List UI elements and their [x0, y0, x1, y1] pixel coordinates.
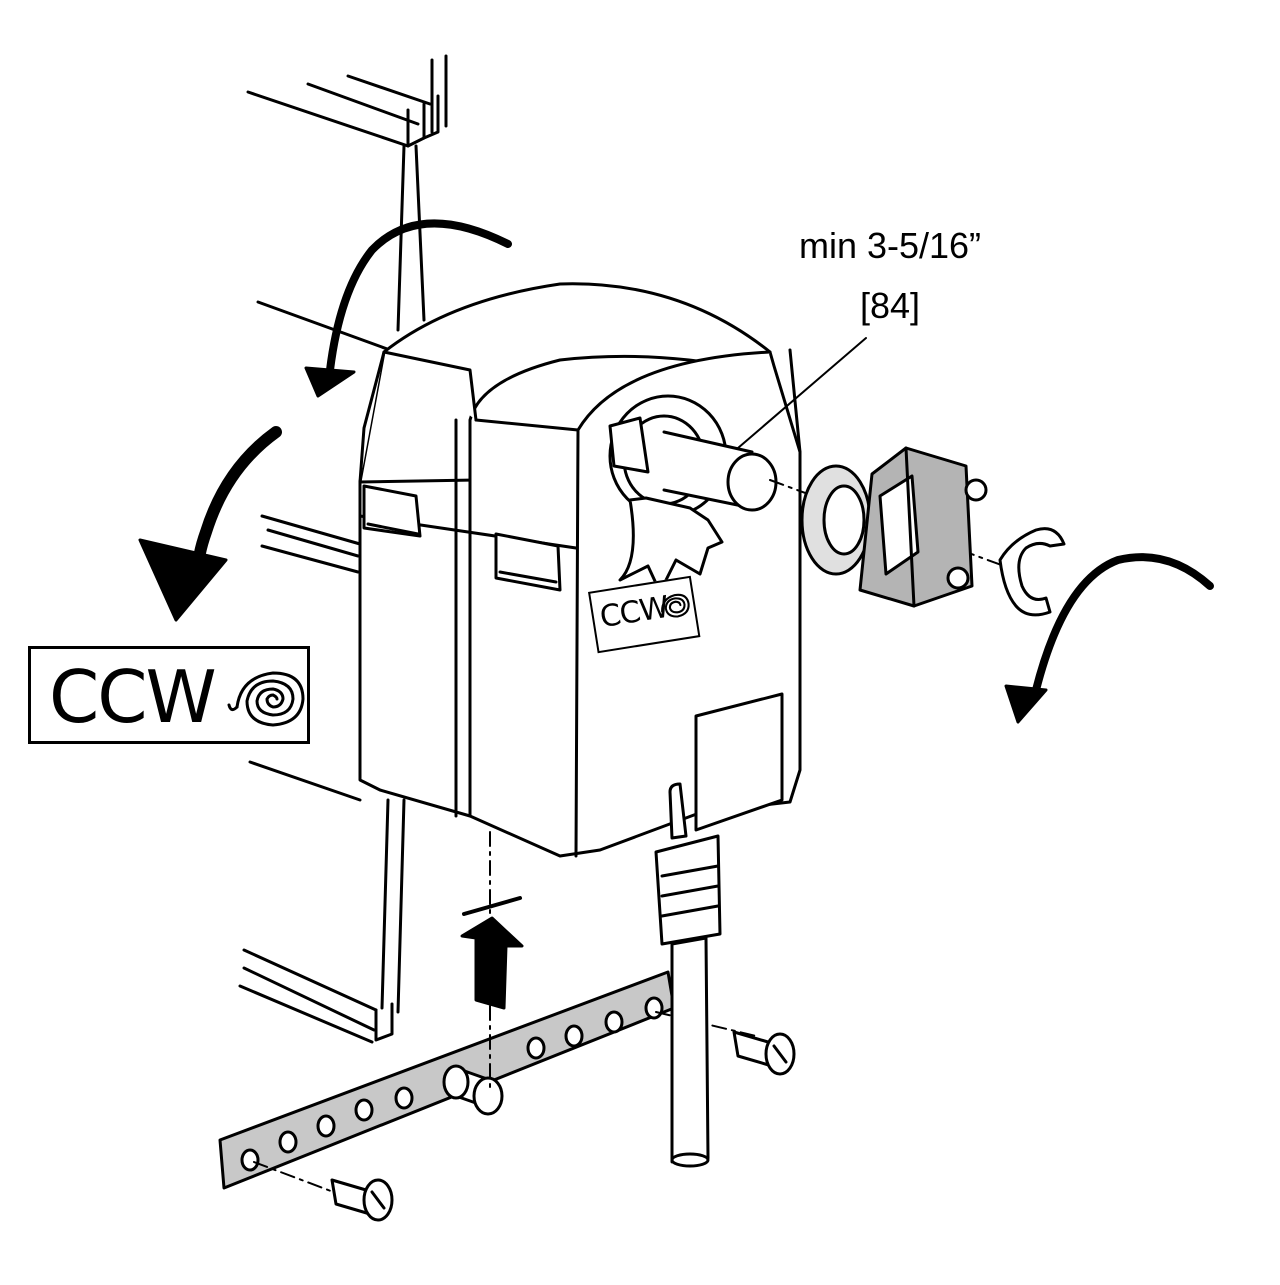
shaft-length-metric: [84] — [859, 285, 921, 326]
anti-rotation-bracket — [218, 831, 757, 1197]
ccw-rotation-label-large: CCW — [28, 646, 310, 744]
insert-up-arrow — [460, 896, 524, 1010]
rotation-arrow-top-left — [304, 219, 512, 398]
screw-right — [732, 1030, 796, 1076]
shaft-length-imperial: min 3-5/16” — [798, 225, 982, 266]
spiral-spring-icon — [227, 667, 309, 734]
ccw-label-text: CCW — [49, 655, 217, 739]
universal-clamp — [800, 446, 1066, 617]
ccw-rotation-label-small: CCW — [588, 575, 701, 654]
rotation-arrow-left — [138, 426, 282, 622]
damper-frame — [238, 54, 448, 1044]
power-cable — [654, 692, 784, 1168]
rotation-arrow-right — [1004, 553, 1214, 724]
spiral-spring-icon-small — [655, 586, 695, 630]
screw-lower-left — [330, 1178, 394, 1222]
